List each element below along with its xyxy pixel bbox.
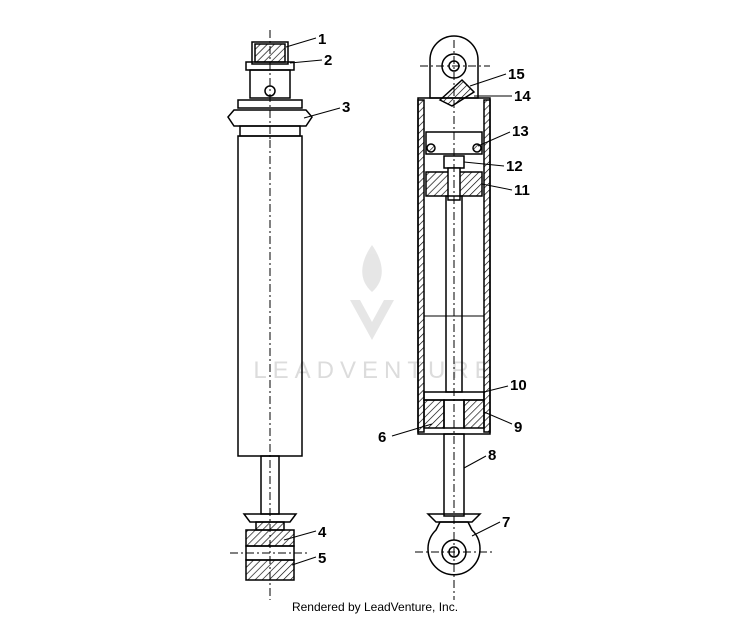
callout-1: 1 — [318, 31, 326, 48]
callout-4: 4 — [318, 524, 327, 541]
bottom-bushing-lower — [245, 559, 295, 581]
watermark-text: LEADVENTURE — [253, 357, 496, 384]
exterior-view — [227, 30, 313, 600]
collar-ring — [237, 99, 303, 109]
callout-2: 2 — [324, 52, 332, 69]
callout-10: 10 — [510, 377, 527, 394]
callout-8: 8 — [488, 447, 496, 464]
callout-15: 15 — [508, 66, 525, 83]
seal-left — [423, 399, 445, 429]
footer-credit: Rendered by LeadVenture, Inc. — [291, 600, 459, 614]
valve-fitting — [438, 78, 476, 107]
bottom-bushing-upper — [245, 529, 295, 547]
tube-wall-right — [483, 99, 491, 433]
callout-9: 9 — [514, 419, 522, 436]
tube-wall-left — [417, 99, 425, 433]
callout-12: 12 — [506, 158, 523, 175]
callout-3: 3 — [342, 99, 350, 116]
spring-seat — [227, 109, 313, 127]
bottom-eye — [427, 521, 481, 576]
watermark-logo: LEADVENTURE — [253, 245, 496, 384]
callout-13: 13 — [512, 123, 529, 140]
callout-14: 14 — [514, 88, 531, 105]
callout-5: 5 — [318, 550, 326, 567]
top-eye — [429, 35, 479, 99]
cutaway-view — [415, 35, 495, 600]
seal-right — [463, 399, 485, 429]
leader-lines — [283, 37, 513, 566]
callout-6: 6 — [378, 429, 386, 446]
bottom-flange — [242, 513, 298, 523]
callout-7: 7 — [502, 514, 510, 531]
callout-11: 11 — [514, 182, 530, 199]
rod-lower — [443, 433, 465, 517]
bottom-eye-flange — [426, 513, 482, 523]
